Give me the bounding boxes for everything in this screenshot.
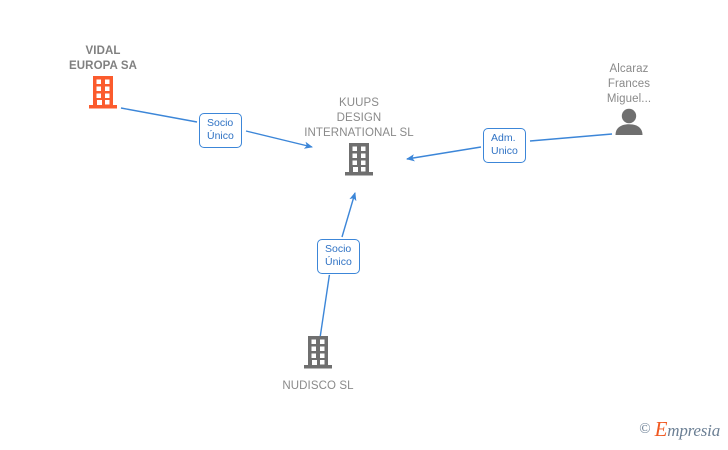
edge-label-socio-unico-vidal[interactable]: Socio Único: [199, 113, 242, 148]
building-icon: [258, 334, 378, 375]
building-icon: [43, 74, 163, 115]
node-label-alcaraz-frances-miguel: Alcaraz Frances Miguel...: [606, 63, 652, 105]
node-kuups-design-international-sl[interactable]: KUUPS DESIGN INTERNATIONAL SL: [279, 96, 439, 182]
building-icon: [279, 141, 439, 182]
watermark-wordmark: Empresia: [654, 417, 721, 442]
edge-line-label-to-kuups-bottom: [341, 192, 357, 238]
edge-label-socio-unico-nudisco[interactable]: Socio Único: [317, 239, 360, 274]
watermark-first-letter: E: [654, 417, 668, 441]
watermark-empresia: © Empresia: [639, 417, 720, 442]
node-label-nudisco-sl: NUDISCO SL: [282, 380, 354, 392]
person-icon: [569, 107, 689, 140]
watermark-rest: mpresia: [667, 421, 720, 440]
node-alcaraz-frances-miguel[interactable]: Alcaraz Frances Miguel...: [569, 62, 689, 140]
edge-label-adm-unico-alcaraz[interactable]: Adm. Unico: [483, 128, 526, 163]
edge-line-vidal-to-label: [120, 107, 198, 123]
copyright-icon: ©: [639, 421, 651, 437]
node-nudisco-sl[interactable]: NUDISCO SL: [258, 334, 378, 394]
edge-line-nudisco-to-label: [319, 270, 331, 339]
node-label-vidal-europa-sa: VIDAL EUROPA SA: [69, 45, 137, 72]
edge-line-alcaraz-to-label: [529, 133, 613, 142]
edge-line-label-to-kuups: [245, 130, 313, 149]
edge-line-label-to-kuups-right: [406, 146, 482, 162]
node-vidal-europa-sa[interactable]: VIDAL EUROPA SA: [43, 44, 163, 115]
node-label-kuups-design-international-sl: KUUPS DESIGN INTERNATIONAL SL: [304, 97, 414, 139]
